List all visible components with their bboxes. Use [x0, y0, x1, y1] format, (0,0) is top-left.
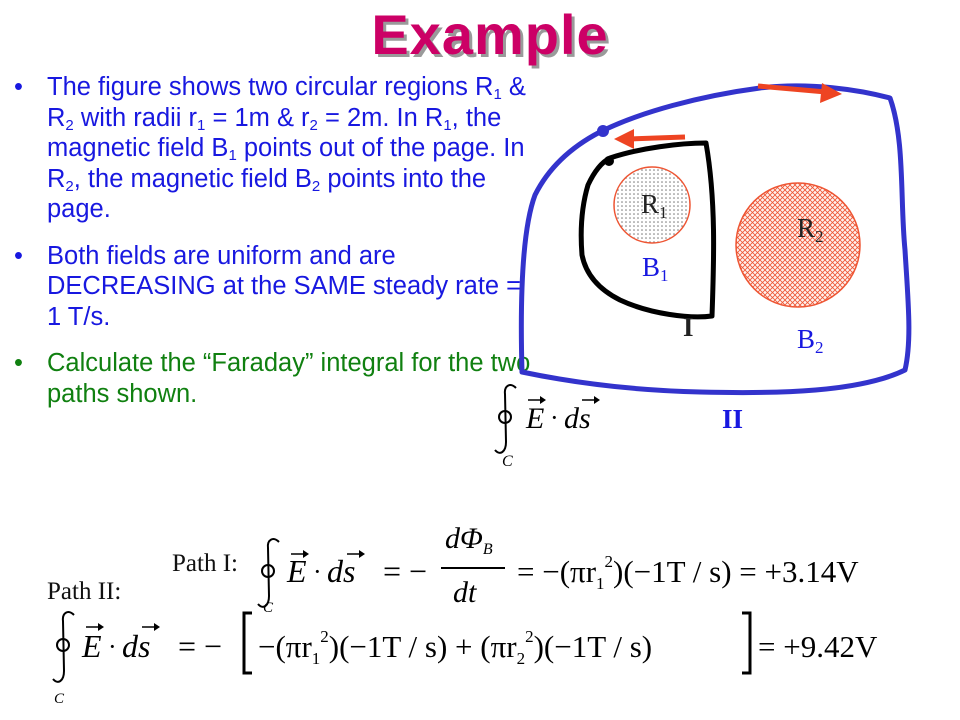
- bullet-field-rate: • Both fields are uniform and are DECREA…: [14, 241, 534, 333]
- contour-integral-symbol: E · ds C: [494, 384, 600, 470]
- region-r2: [735, 182, 861, 308]
- symbol-c: C: [54, 691, 65, 707]
- label-r1: R1: [641, 189, 668, 222]
- dot-operator: ·: [313, 557, 322, 586]
- contour-circle: [56, 638, 70, 652]
- path-i-loop: [578, 140, 717, 320]
- equals-minus: = −: [383, 553, 427, 589]
- symbol-ds: ds: [564, 402, 591, 435]
- symbol-e: E: [286, 553, 307, 589]
- contour-circle: [261, 564, 275, 578]
- path-ii-dot: [597, 125, 609, 137]
- bullet-text-3: Calculate the “Faraday” integral for the…: [47, 349, 531, 408]
- bullet-text-1: The figure shows two circular regions R1…: [47, 73, 526, 223]
- bullet-icon: •: [14, 73, 23, 101]
- bullet-icon: •: [14, 241, 23, 270]
- integral-sign: [257, 538, 280, 608]
- path-ii-loop: [518, 83, 912, 396]
- path-i-rhs: = −(πr12)(−1T / s) = +3.14V: [517, 552, 859, 593]
- equals-minus: = −: [178, 628, 222, 664]
- symbol-ds: ds: [327, 553, 355, 589]
- path-ii-terms: −(πr12)(−1T / s) + (πr22)(−1T / s): [258, 627, 652, 668]
- label-b2: B2: [797, 324, 824, 357]
- vector-arrowhead-s: [154, 623, 160, 631]
- frac-numerator: dΦB: [445, 522, 493, 558]
- symbol-c: C: [502, 453, 513, 470]
- integral-sign: [494, 384, 517, 454]
- equation-path-i: C E · ds = − dΦB dt = −(πr12)(−1T / s) =…: [257, 522, 859, 616]
- label-r2: R2: [797, 213, 824, 246]
- path-ii-result: = +9.42V: [758, 629, 878, 664]
- left-bracket: [242, 611, 252, 675]
- symbol-ds: ds: [122, 628, 150, 664]
- path-ii-arrow: [757, 83, 842, 103]
- path-ii-label: Path II:: [47, 578, 122, 605]
- dot-operator: ·: [108, 632, 117, 661]
- equation-path-ii: C E · ds = − −(πr12)(−1T / s) + (πr22)(−…: [52, 611, 878, 707]
- symbol-e: E: [525, 402, 544, 435]
- vector-arrowhead-e: [303, 550, 309, 558]
- integral-sign: [52, 611, 75, 683]
- symbol-c: C: [263, 600, 274, 616]
- symbol-e: E: [81, 628, 102, 664]
- bullet-text-2: Both fields are uniform and are DECREASI…: [47, 241, 522, 331]
- label-b1: B1: [642, 252, 669, 285]
- vector-arrowhead-s: [594, 396, 600, 404]
- path-i-arrow: [614, 129, 686, 149]
- path-i-dot: [604, 156, 614, 166]
- bullet-task: • Calculate the “Faraday” integral for t…: [14, 348, 534, 409]
- vector-arrowhead-s: [359, 550, 365, 558]
- label-path-i: I: [683, 312, 694, 342]
- bullet-icon: •: [14, 349, 23, 377]
- frac-denominator: dt: [453, 576, 477, 609]
- label-path-ii: II: [722, 404, 744, 434]
- slide-title: Example: [371, 3, 609, 66]
- vector-arrowhead-e: [98, 623, 104, 631]
- path-i-label: Path I:: [172, 550, 238, 577]
- right-bracket: [742, 611, 752, 675]
- vector-arrowhead-e: [540, 396, 546, 404]
- dot-operator: ·: [550, 403, 559, 432]
- bullet-problem-statement: • The figure shows two circular regions …: [14, 72, 534, 225]
- bullet-list: • The figure shows two circular regions …: [14, 72, 534, 425]
- contour-circle: [498, 410, 512, 424]
